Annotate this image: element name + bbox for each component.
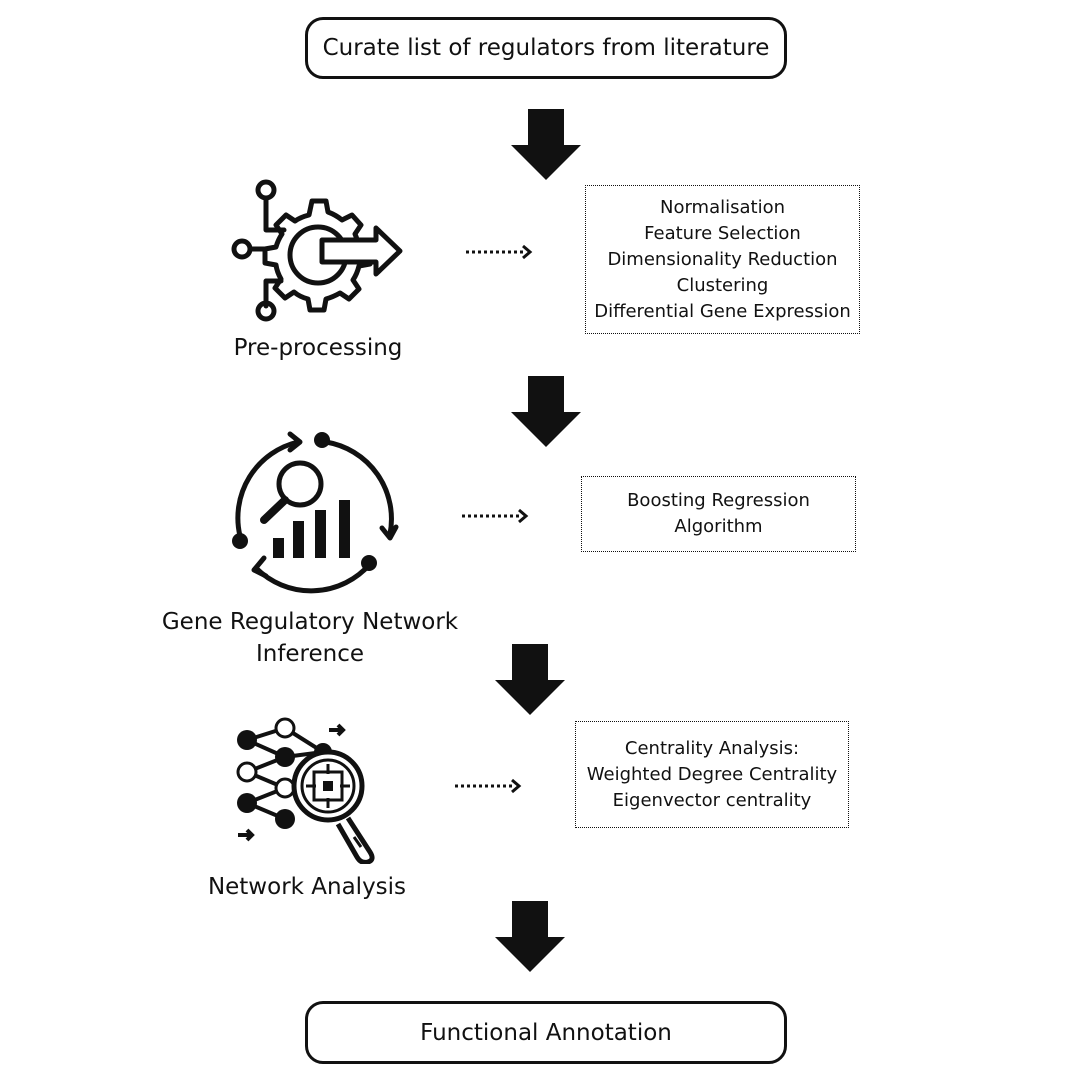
start-step-box: Curate list of regulators from literatur… [305, 17, 787, 79]
dotted-arrow-1 [466, 244, 533, 260]
preprocessing-details-box: Normalisation Feature Selection Dimensio… [585, 185, 860, 334]
detail-item: Clustering [676, 274, 769, 296]
stage-label-line: Network Analysis [207, 874, 407, 900]
network-magnifier-icon [236, 717, 375, 864]
detail-item: Feature Selection [644, 222, 801, 244]
start-step-label: Curate list of regulators from literatur… [322, 35, 770, 61]
detail-item: Boosting Regression [627, 490, 810, 511]
grn-inference-details-box: Boosting Regression Algorithm [581, 476, 856, 552]
network-analysis-details-box: Centrality Analysis: Weighted Degree Cen… [575, 721, 849, 828]
cycle-search-chart-icon [232, 431, 399, 594]
end-step-label: Functional Annotation [420, 1019, 672, 1046]
detail-item: Centrality Analysis: [624, 737, 800, 759]
detail-item: Algorithm [674, 516, 763, 537]
stage-label-grn-inference: Gene Regulatory Network Inference [150, 606, 470, 670]
stage-label-line: Gene Regulatory Network [161, 609, 459, 635]
dotted-arrow-2 [462, 508, 529, 524]
down-arrow-4 [495, 901, 565, 972]
detail-item: Eigenvector centrality [612, 789, 812, 811]
down-arrow-1 [511, 109, 581, 180]
down-arrow-3 [495, 644, 565, 715]
detail-item: Differential Gene Expression [594, 300, 851, 322]
gear-arrow-icon [231, 179, 403, 322]
stage-label-preprocessing: Pre-processing [198, 332, 438, 364]
detail-item: Normalisation [659, 196, 785, 218]
stage-label-line: Inference [255, 641, 365, 667]
end-step-box: Functional Annotation [305, 1001, 787, 1064]
detail-item: Dimensionality Reduction [607, 248, 838, 270]
detail-item: Weighted Degree Centrality [586, 763, 838, 785]
stage-label-network-analysis: Network Analysis [187, 871, 427, 903]
stage-label-line: Pre-processing [233, 335, 403, 361]
dotted-arrow-3 [455, 778, 522, 794]
down-arrow-2 [511, 376, 581, 447]
